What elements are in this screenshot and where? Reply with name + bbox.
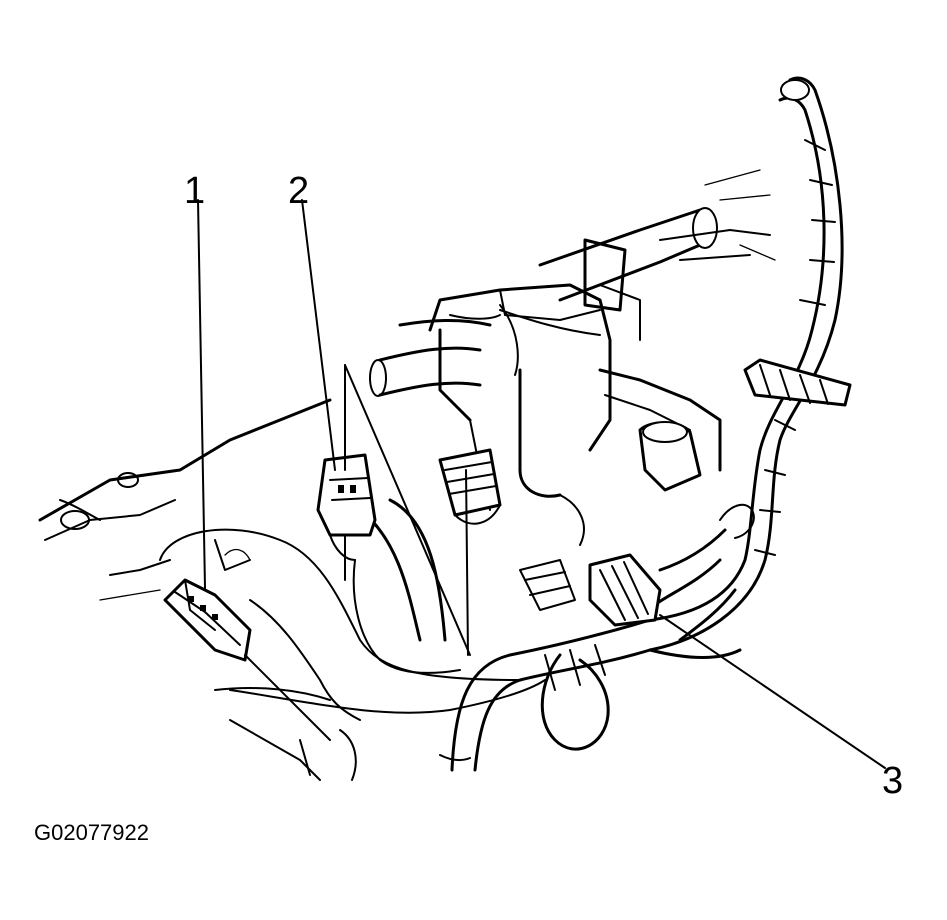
callout-1: 1 (184, 170, 206, 212)
leader-line-1b (244, 654, 331, 741)
figure-code: G02077922 (34, 820, 149, 845)
leader-line-3 (659, 614, 886, 769)
connector-1 (163, 539, 252, 662)
center-connector (438, 448, 502, 525)
leader-line-2c (344, 364, 471, 656)
connector-2 (316, 453, 377, 581)
leader-lines (197, 199, 886, 769)
main-wire-harness (648, 76, 852, 652)
connector-3 (519, 421, 755, 627)
callout-2: 2 (288, 170, 310, 212)
leader-line-2d (465, 469, 469, 656)
leader-line-2 (301, 199, 336, 471)
leader-line-1 (197, 199, 206, 589)
callout-3: 3 (882, 760, 904, 802)
engine-block (38, 398, 471, 781)
lower-wire-harness (159, 498, 742, 772)
upper-hoses (369, 169, 776, 397)
